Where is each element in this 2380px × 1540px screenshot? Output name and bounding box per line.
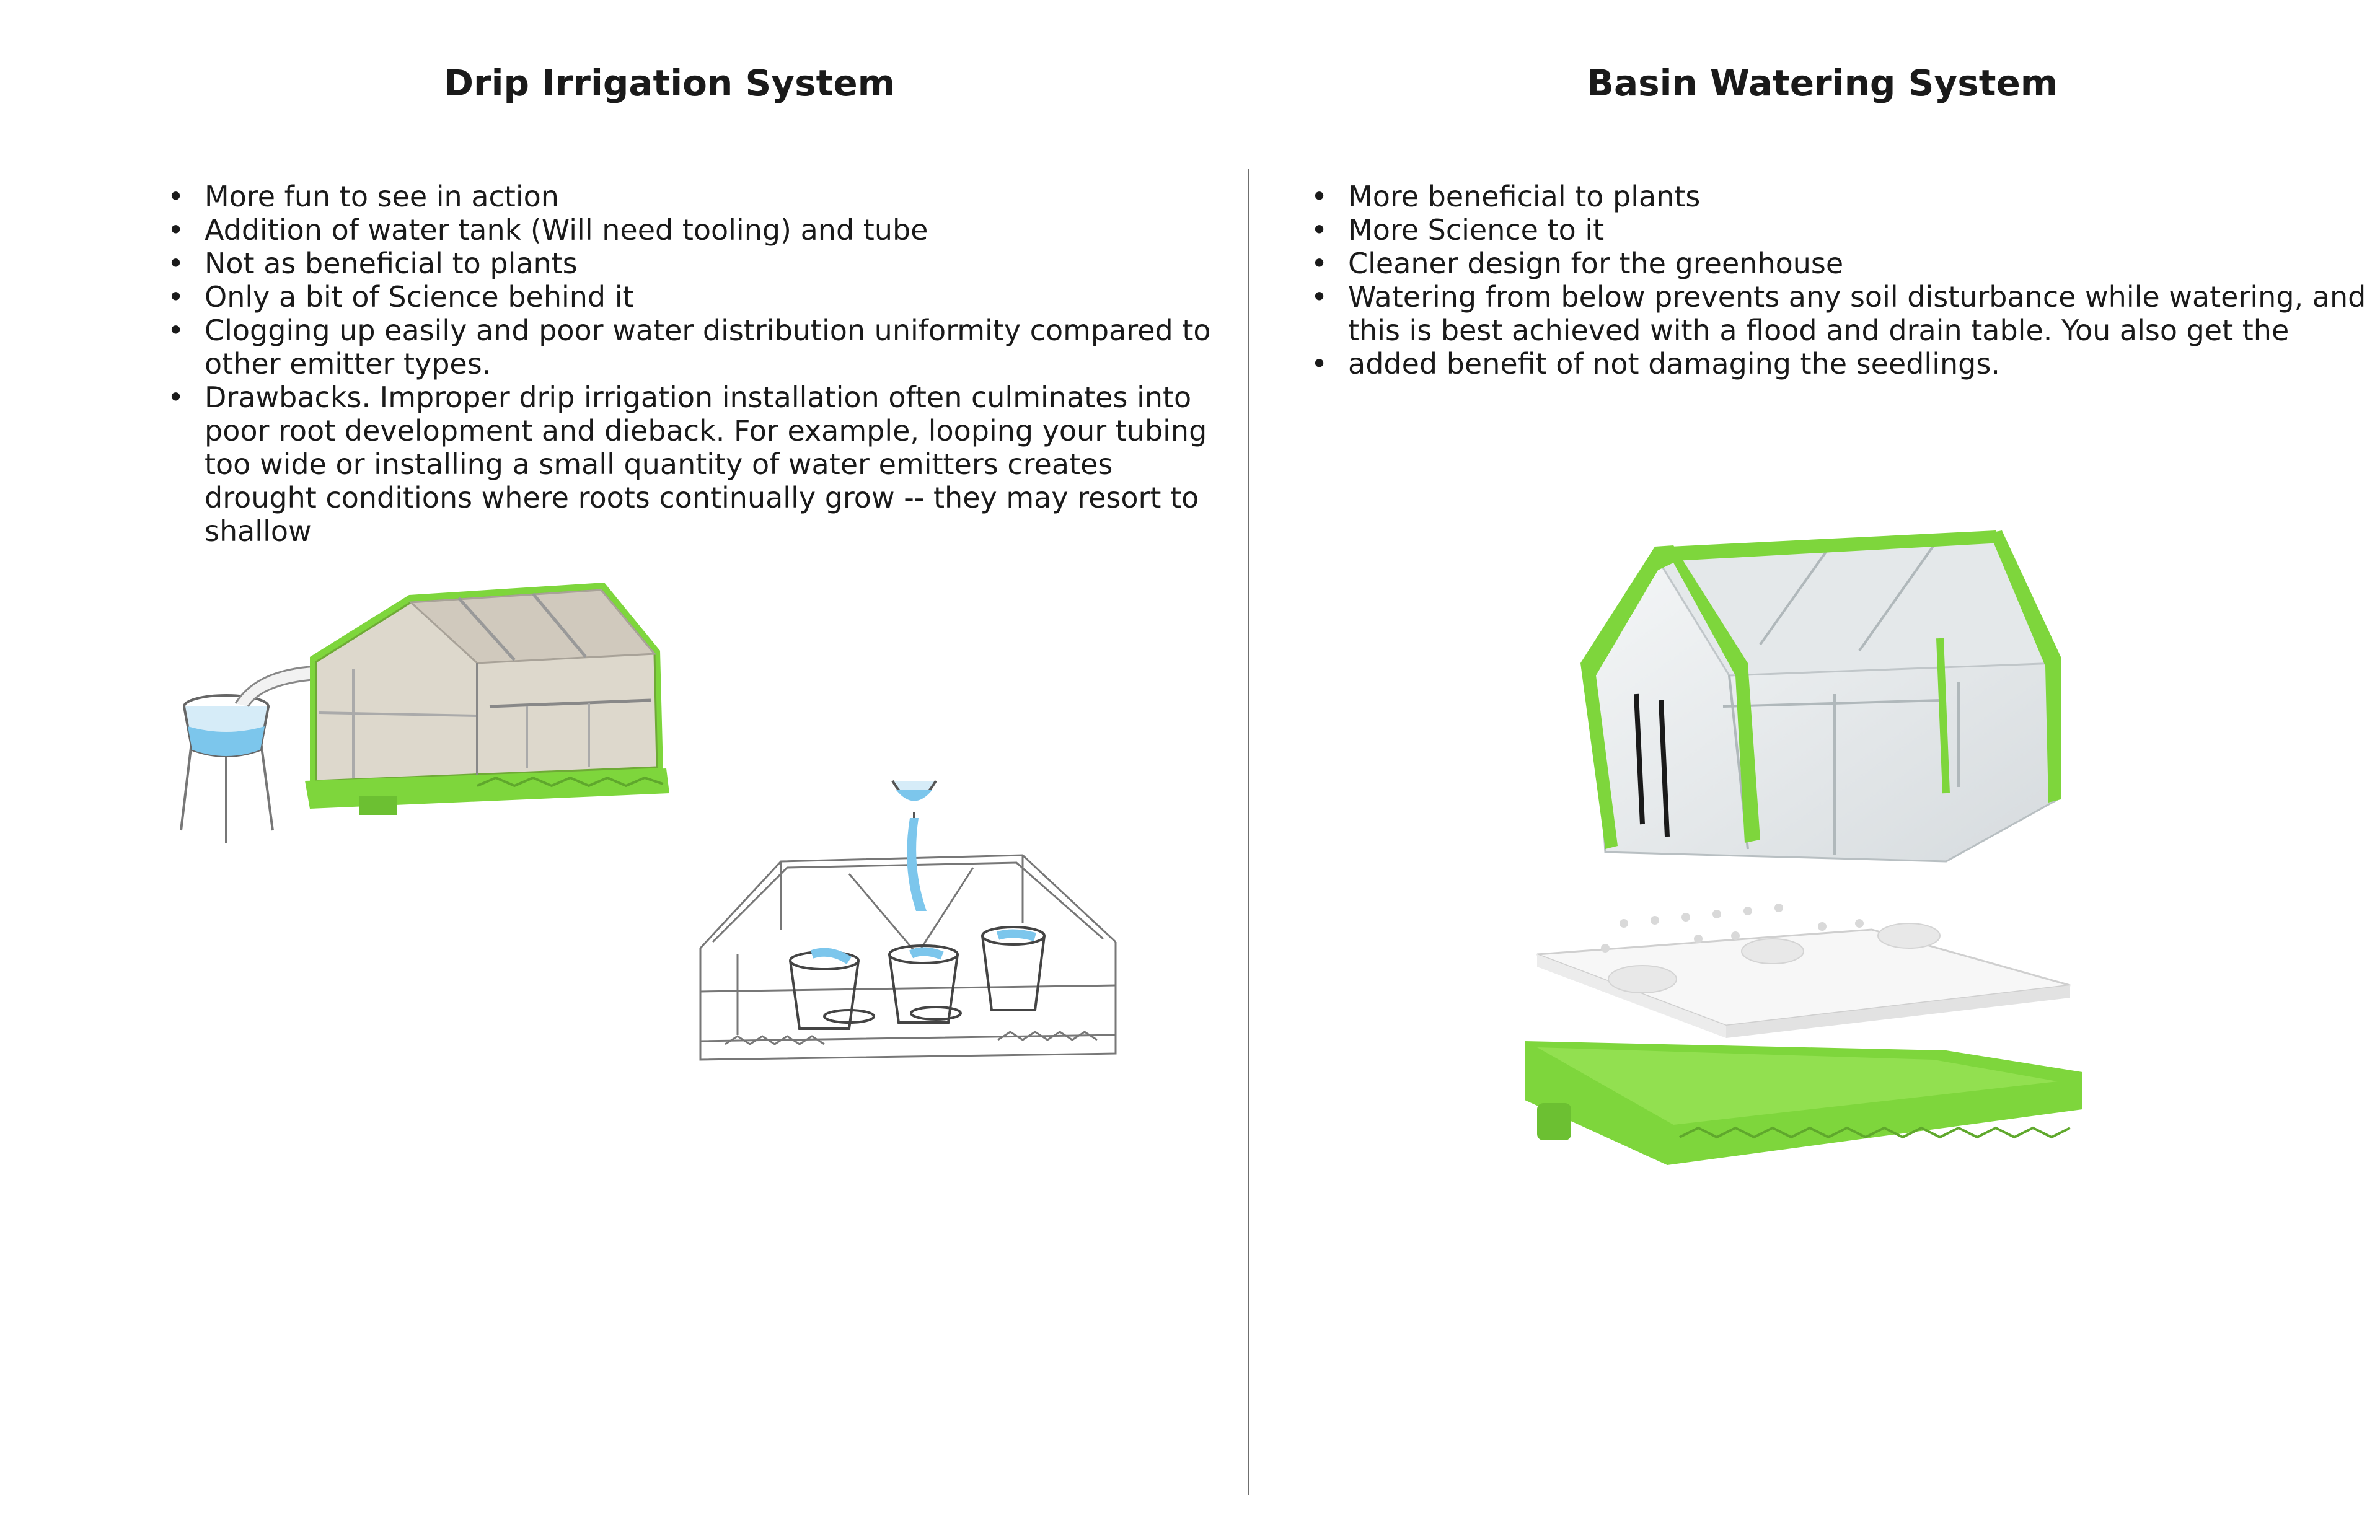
- basin-watering-title: Basin Watering System: [1586, 62, 2058, 104]
- list-item: More Science to it: [1311, 213, 2371, 247]
- greenhouse-solid-icon: [305, 583, 669, 815]
- greenhouse-with-tank-illustration: [180, 583, 669, 843]
- column-divider: [1248, 169, 1250, 1495]
- basin-watering-bullet-list: More beneficial to plants More Science t…: [1311, 180, 2371, 381]
- water-basin-icon: [1525, 1041, 2082, 1165]
- list-item: Drawbacks. Improper drip irrigation inst…: [167, 381, 1227, 548]
- greenhouse-top-icon: [1580, 530, 2061, 863]
- drip-irrigation-title: Drip Irrigation System: [443, 62, 896, 104]
- list-item: Watering from below prevents any soil di…: [1311, 280, 2371, 347]
- list-item: More fun to see in action: [167, 180, 1227, 213]
- list-item: Clogging up easily and poor water distri…: [167, 314, 1227, 381]
- list-item: Only a bit of Science behind it: [167, 280, 1227, 314]
- wireframe-greenhouse-illustration: [699, 780, 1117, 1061]
- seed-tray-icon: [1536, 904, 2071, 1038]
- list-item: More beneficial to plants: [1311, 180, 2371, 213]
- drip-irrigation-bullet-list: More fun to see in action Addition of wa…: [167, 180, 1227, 548]
- exploded-greenhouse-render: [1525, 530, 2082, 1165]
- list-item: Addition of water tank (Will need toolin…: [167, 213, 1227, 247]
- list-item: Not as beneficial to plants: [167, 247, 1227, 280]
- list-item: added benefit of not damaging the seedli…: [1311, 347, 2371, 381]
- list-item: Cleaner design for the greenhouse: [1311, 247, 2371, 280]
- water-pour-icon: [810, 780, 1036, 964]
